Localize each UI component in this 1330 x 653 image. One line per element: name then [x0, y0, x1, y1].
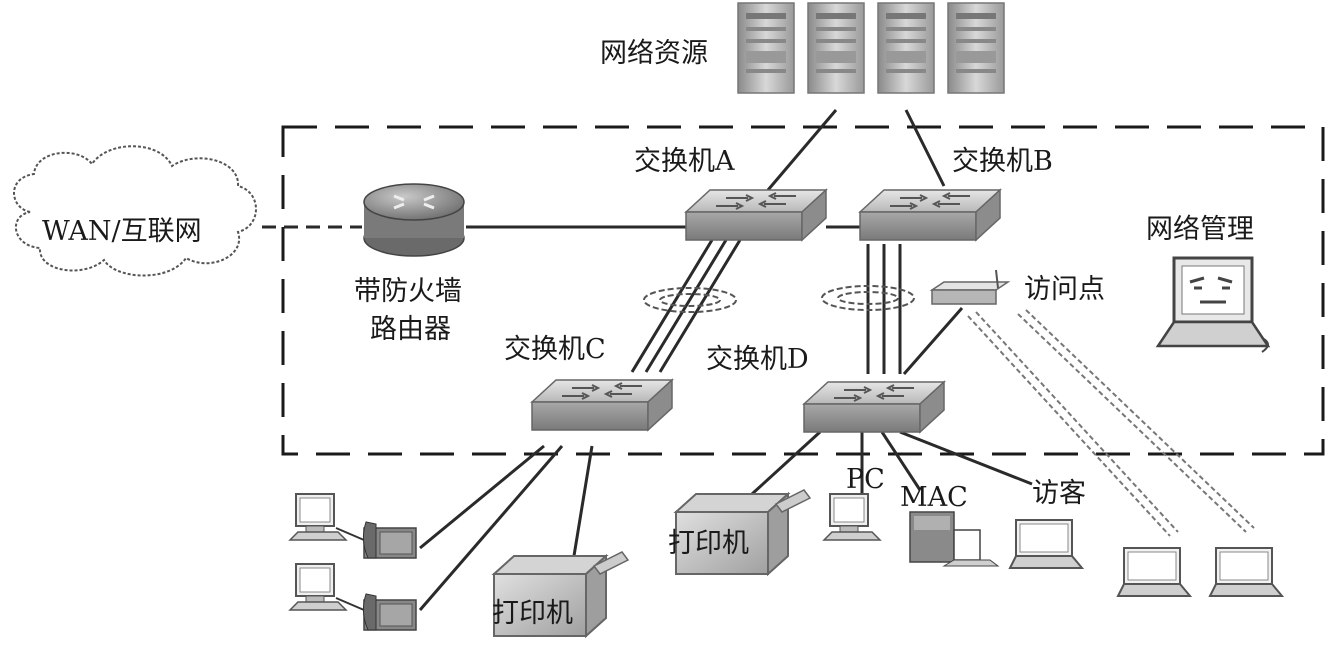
label-access-point: 访问点 — [1024, 274, 1105, 305]
label-router-line2: 路由器 — [370, 314, 451, 345]
wireless-laptop-icon — [1117, 547, 1191, 597]
desktop-pc-icon — [289, 563, 347, 611]
router-icon — [363, 183, 465, 257]
label-management: 网络管理 — [1146, 214, 1254, 245]
network-links — [262, 109, 1033, 611]
label-switch-b: 交换机B — [952, 146, 1053, 177]
label-wan: WAN/互联网 — [42, 216, 202, 247]
ip-phone-icon — [362, 521, 417, 559]
label-guest: 访客 — [1032, 478, 1086, 509]
label-router-line1: 带防火墙 — [354, 276, 462, 307]
label-switch-a: 交换机A — [634, 146, 735, 177]
label-pc: PC — [846, 464, 885, 495]
pc-icon — [823, 493, 881, 541]
label-mac: MAC — [900, 482, 968, 513]
link-aggregation-markers — [643, 285, 915, 313]
switch-b-icon — [859, 189, 1001, 241]
ip-phone-icon — [362, 593, 417, 631]
switch-c-icon — [531, 379, 673, 431]
label-resources: 网络资源 — [600, 38, 708, 69]
server-icon — [737, 2, 795, 94]
label-printer-mid: 打印机 — [668, 528, 749, 559]
desktop-pc-icon — [289, 493, 347, 541]
guest-laptop-icon — [1009, 519, 1083, 569]
server-icon — [877, 2, 935, 94]
network-boundary — [281, 125, 1325, 456]
management-laptop-icon — [1155, 256, 1271, 353]
label-switch-c: 交换机C — [504, 334, 606, 365]
switch-d-icon — [803, 381, 945, 433]
wireless-waves — [967, 309, 1255, 537]
switch-a-icon — [685, 189, 827, 241]
server-icon — [947, 2, 1005, 94]
server-icon — [807, 2, 865, 94]
label-switch-d: 交换机D — [706, 344, 809, 375]
wan-cloud — [13, 145, 257, 277]
access-point-icon — [929, 269, 1011, 305]
label-printer-left: 打印机 — [492, 598, 573, 629]
wireless-laptop-icon — [1209, 547, 1283, 597]
mac-icon — [909, 511, 1000, 567]
